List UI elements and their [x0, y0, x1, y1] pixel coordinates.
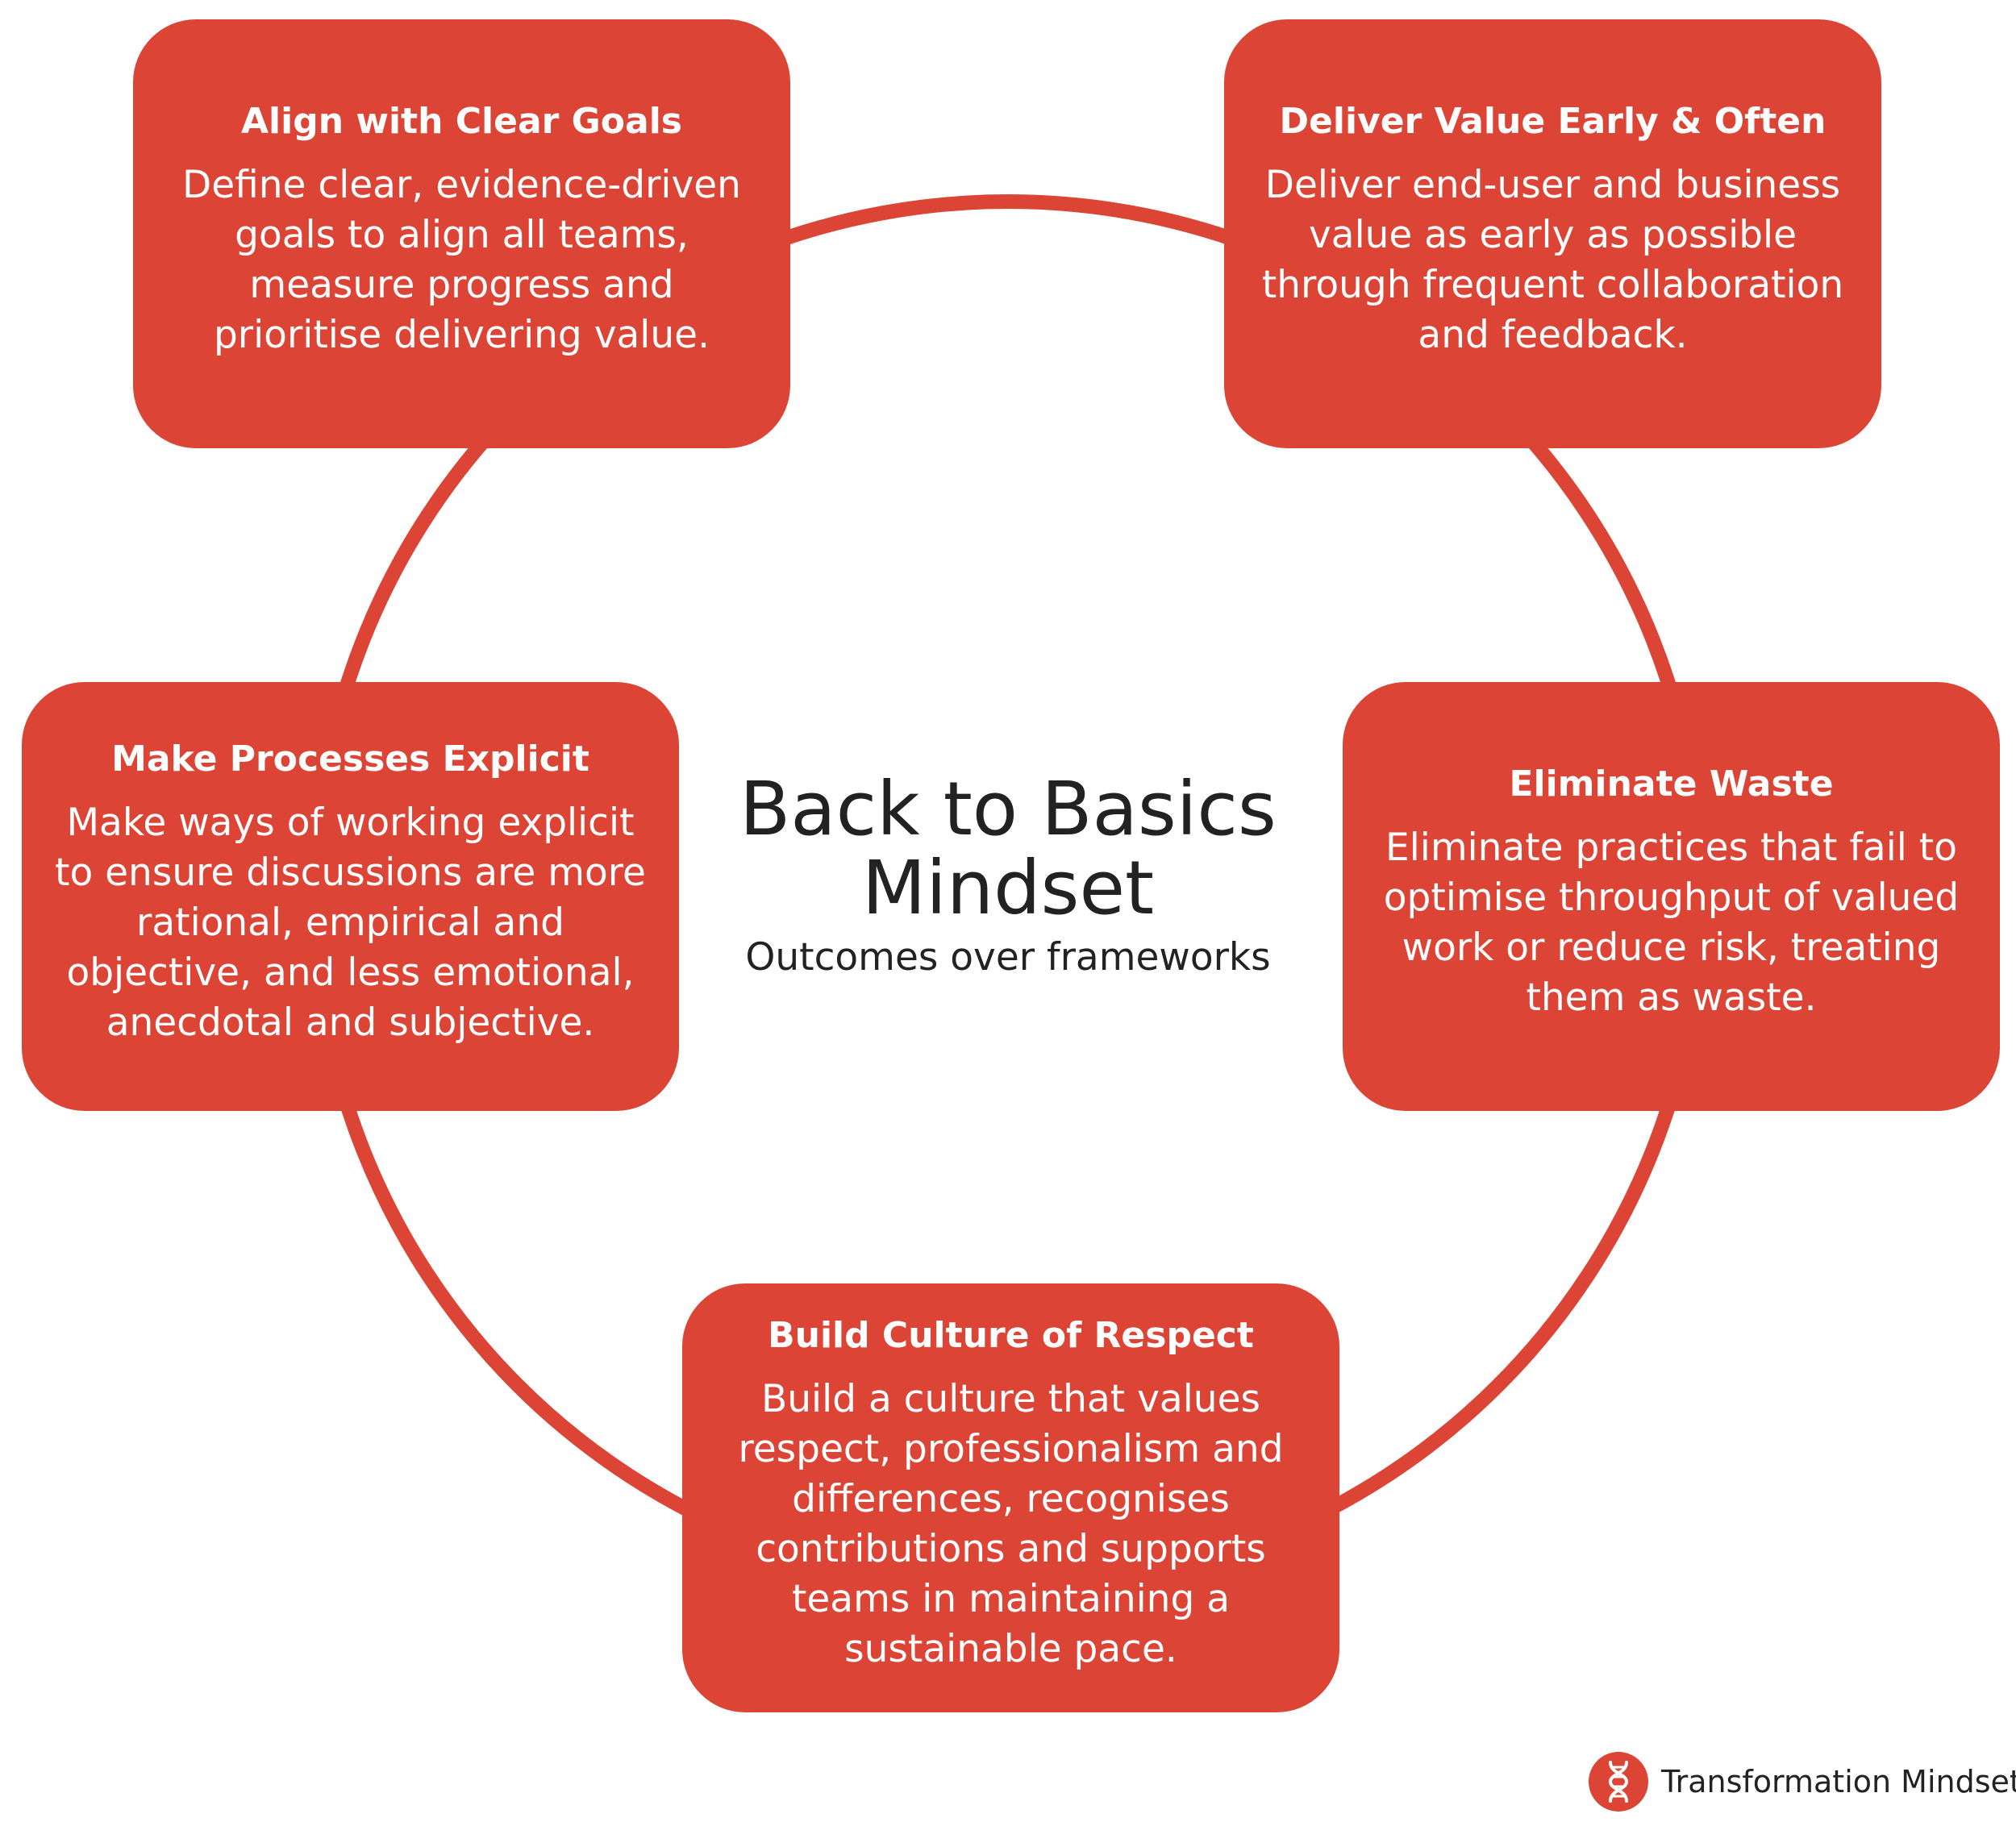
- dna-icon: [1589, 1752, 1648, 1812]
- diagram-title: Back to Basics Mindset: [739, 766, 1277, 931]
- principle-description: Eliminate practices that fail to optimis…: [1383, 826, 1960, 1020]
- principle-title: Build Culture of Respect: [768, 1315, 1254, 1356]
- diagram-center: Back to Basics Mindset Outcomes over fra…: [605, 770, 1411, 983]
- brand-footer: Transformation Mindset: [1589, 1752, 2016, 1812]
- principle-card-deliver-value: Deliver Value Early & Often Deliver end-…: [1224, 19, 1881, 448]
- principle-card-culture-respect: Build Culture of Respect Build a culture…: [682, 1283, 1339, 1712]
- principle-description: Define clear, evidence-driven goals to a…: [182, 163, 741, 357]
- principle-description: Make ways of working explicit to ensure …: [55, 801, 646, 1045]
- principle-description: Build a culture that values respect, pro…: [738, 1377, 1284, 1671]
- principle-title: Align with Clear Goals: [241, 101, 682, 142]
- principle-card-eliminate-waste: Eliminate Waste Eliminate practices that…: [1343, 682, 2000, 1111]
- principle-title: Eliminate Waste: [1509, 763, 1834, 805]
- principle-description: Deliver end-user and business value as e…: [1261, 163, 1844, 357]
- principle-card-explicit-processes: Make Processes Explicit Make ways of wor…: [22, 682, 679, 1111]
- principle-title: Deliver Value Early & Often: [1279, 101, 1826, 142]
- diagram-subtitle: Outcomes over frameworks: [745, 935, 1271, 980]
- brand-name: Transformation Mindset: [1661, 1764, 2016, 1799]
- principle-card-align-goals: Align with Clear Goals Define clear, evi…: [133, 19, 790, 448]
- principle-title: Make Processes Explicit: [111, 738, 589, 780]
